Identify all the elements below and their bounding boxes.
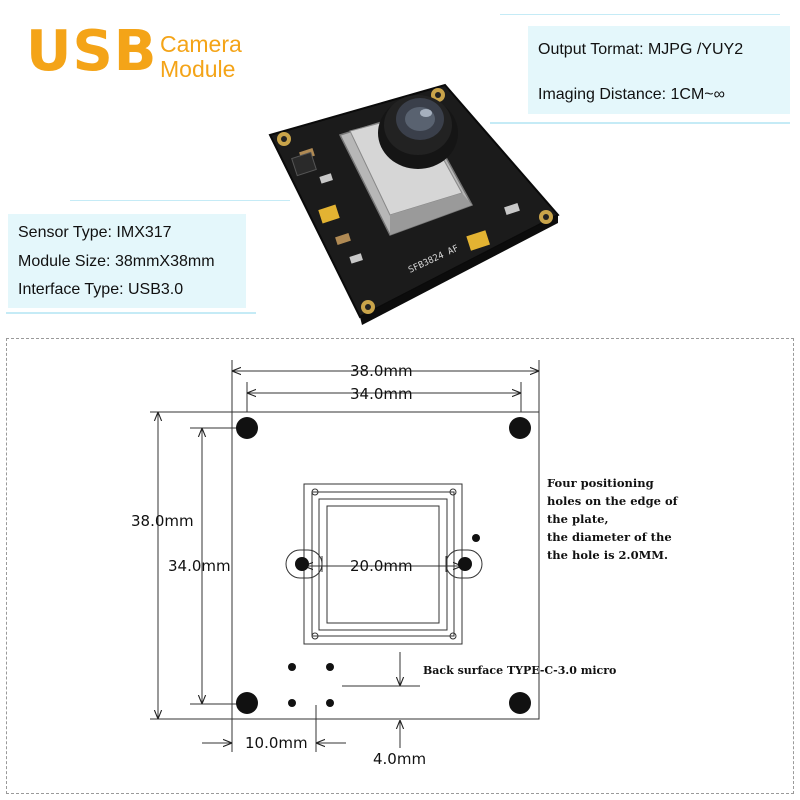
spec-imaging-distance: Imaging Distance: 1CM~∞: [538, 86, 726, 103]
hud-line-top-right: [500, 14, 780, 112]
title-line-camera: Camera: [160, 31, 242, 57]
positioning-holes-note: Four positioning holes on the edge of th…: [547, 474, 678, 564]
positioning-hole-tl: [236, 417, 258, 439]
title-line-module: Module: [160, 56, 236, 82]
back-surface-note: Back surface TYPE-C-3.0 micro: [423, 664, 617, 677]
spec-interface-type: Interface Type: USB3.0: [18, 281, 184, 298]
smd-gold-pad-2: [466, 230, 490, 251]
note-line: the diameter of the: [547, 530, 672, 544]
dim-label-bottom-right: 4.0mm: [373, 750, 427, 768]
note-line: the plate,: [547, 512, 609, 526]
dim-label-left-outer: 38.0mm: [131, 512, 194, 530]
camera-module-photo: SFB3824 AF: [268, 83, 560, 325]
hud-line-left-t: [70, 200, 290, 204]
smd-gold-pad-1: [318, 204, 340, 224]
spec-box-output: Output Tormat: MJPG /YUY2 Imaging Distan…: [528, 26, 790, 114]
spec-sensor-type: Sensor Type: IMX317: [18, 224, 172, 241]
dim-label-left-inner: 34.0mm: [168, 557, 231, 575]
dim-label-top-outer: 38.0mm: [350, 362, 413, 380]
pcb-edge: [360, 215, 558, 325]
pcb-chip: [291, 151, 317, 177]
dim-label-top-inner: 34.0mm: [350, 385, 413, 403]
spec-box-sensor: Sensor Type: IMX317 Module Size: 38mmX38…: [8, 214, 246, 308]
title-camera-module: Camera Module: [160, 32, 242, 82]
dim-label-bottom-left: 10.0mm: [245, 734, 308, 752]
dim-label-center: 20.0mm: [350, 557, 413, 575]
typec-pin: [288, 663, 296, 671]
spec-output-format: Output Tormat: MJPG /YUY2: [538, 41, 744, 58]
note-line: holes on the edge of: [547, 494, 678, 508]
diagram-frame: [6, 338, 794, 794]
positioning-hole-bl: [236, 692, 258, 714]
positioning-hole-tr: [509, 417, 531, 439]
note-line: the hole is 2.0MM.: [547, 548, 669, 562]
hud-line-right-b: [490, 122, 790, 132]
title-usb: USB: [26, 19, 158, 84]
spec-module-size: Module Size: 38mmX38mm: [18, 253, 215, 270]
hud-line-left-b: [6, 312, 256, 322]
note-line: Four positioning: [547, 476, 654, 490]
positioning-hole-br: [509, 692, 531, 714]
